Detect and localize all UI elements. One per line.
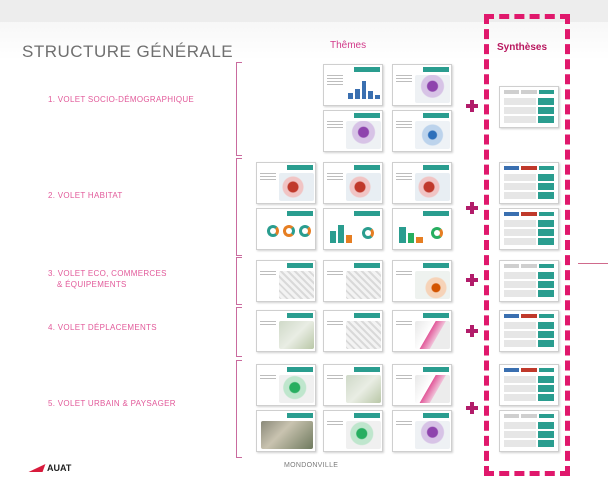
- bracket-deplacements: [236, 307, 242, 357]
- theme-slide-thumbnail[interactable]: [323, 64, 383, 106]
- theme-slide-thumbnail[interactable]: [256, 410, 316, 452]
- theme-slide-thumbnail[interactable]: [256, 162, 316, 204]
- bracket-urbain: [236, 360, 242, 458]
- theme-slide-thumbnail[interactable]: [256, 208, 316, 250]
- theme-slide-thumbnail[interactable]: [392, 310, 452, 352]
- volet-urbain-paysager-label: 5. VOLET URBAIN & PAYSAGER: [48, 399, 176, 408]
- theme-slide-thumbnail[interactable]: [323, 410, 383, 452]
- theme-slide-thumbnail[interactable]: [323, 110, 383, 152]
- syntheses-heading: Synthèses: [497, 42, 548, 53]
- plus-icon: [466, 100, 478, 112]
- synthese-slide-thumbnail[interactable]: [499, 410, 559, 452]
- synthese-slide-thumbnail[interactable]: [499, 162, 559, 204]
- synthese-slide-thumbnail[interactable]: [499, 364, 559, 406]
- theme-slide-thumbnail[interactable]: [323, 310, 383, 352]
- volet-deplacements-label: 4. VOLET DÉPLACEMENTS: [48, 323, 157, 332]
- themes-heading: Thêmes: [330, 40, 367, 51]
- theme-slide-thumbnail[interactable]: [256, 310, 316, 352]
- theme-slide-thumbnail[interactable]: [392, 364, 452, 406]
- synthese-slide-thumbnail[interactable]: [499, 310, 559, 352]
- bracket-eco: [236, 257, 242, 305]
- synthese-slide-thumbnail[interactable]: [499, 86, 559, 128]
- auat-logo: AUAT: [28, 462, 72, 474]
- theme-slide-thumbnail[interactable]: [323, 364, 383, 406]
- theme-slide-thumbnail[interactable]: [392, 64, 452, 106]
- bracket-socio: [236, 62, 242, 156]
- synthese-slide-thumbnail[interactable]: [499, 208, 559, 250]
- logo-text: AUAT: [47, 463, 72, 473]
- synthese-slide-thumbnail[interactable]: [499, 260, 559, 302]
- plus-icon: [466, 202, 478, 214]
- volet-habitat-label: 2. VOLET HABITAT: [48, 191, 123, 200]
- theme-slide-thumbnail[interactable]: [392, 208, 452, 250]
- theme-slide-thumbnail[interactable]: [392, 162, 452, 204]
- theme-slide-thumbnail[interactable]: [323, 208, 383, 250]
- volet-eco-label-line2: & ÉQUIPEMENTS: [57, 280, 127, 289]
- plus-icon: [466, 274, 478, 286]
- theme-slide-thumbnail[interactable]: [392, 110, 452, 152]
- top-band: [0, 0, 608, 22]
- logo-mark-icon: [28, 464, 46, 472]
- theme-slide-thumbnail[interactable]: [256, 260, 316, 302]
- syntheses-highlight-frame: [484, 14, 570, 476]
- plus-icon: [466, 325, 478, 337]
- slide-title: STRUCTURE GÉNÉRALE: [22, 42, 234, 61]
- theme-slide-thumbnail[interactable]: [392, 410, 452, 452]
- volet-socio-demographique-label: 1. VOLET SOCIO-DÉMOGRAPHIQUE: [48, 95, 195, 104]
- theme-slide-thumbnail[interactable]: [256, 364, 316, 406]
- theme-slide-thumbnail[interactable]: [323, 260, 383, 302]
- footer-commune-label: MONDONVILLE: [284, 462, 339, 469]
- plus-icon: [466, 402, 478, 414]
- theme-slide-thumbnail[interactable]: [392, 260, 452, 302]
- volet-eco-label: 3. VOLET ECO, COMMERCES: [48, 269, 167, 278]
- bracket-habitat: [236, 158, 242, 256]
- connector-line: [578, 263, 608, 264]
- theme-slide-thumbnail[interactable]: [323, 162, 383, 204]
